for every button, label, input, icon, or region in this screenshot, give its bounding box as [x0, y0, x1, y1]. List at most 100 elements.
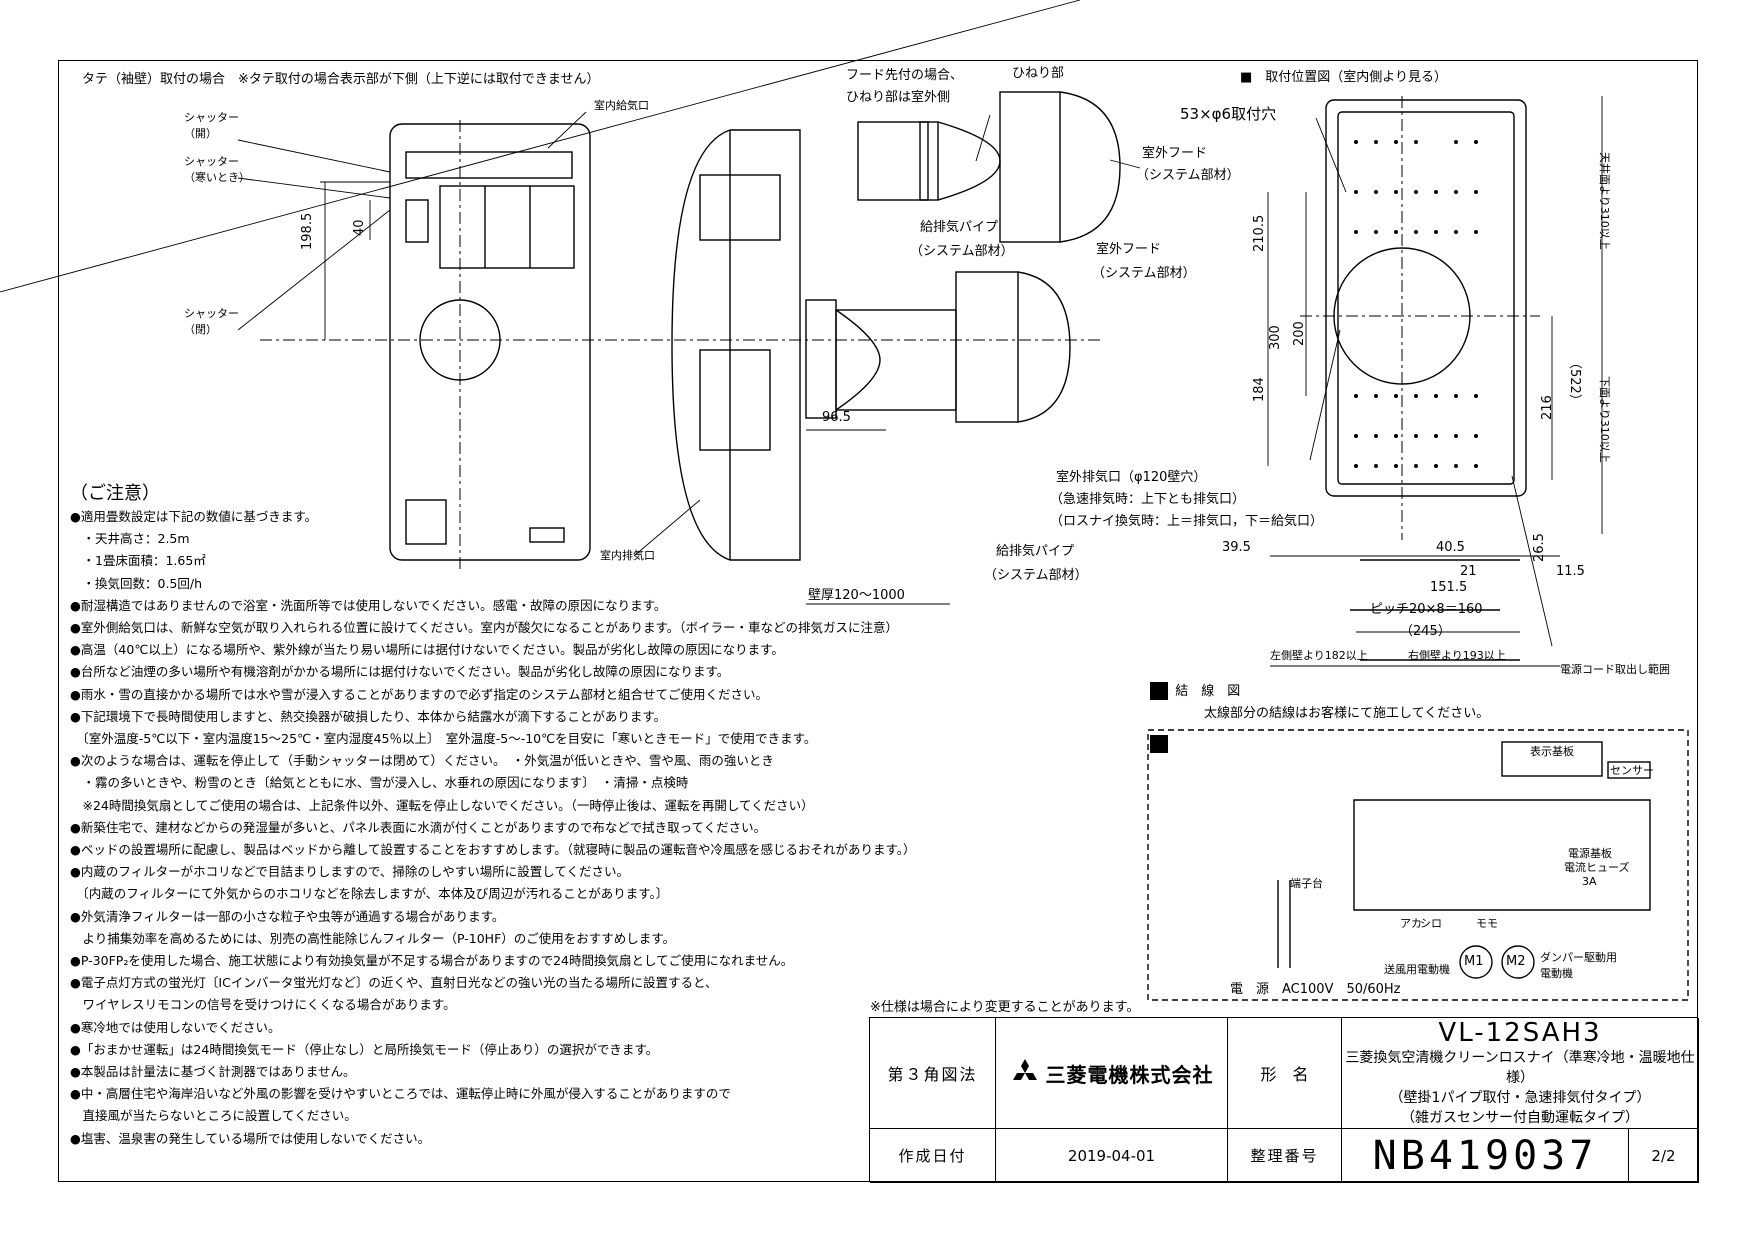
label-indoor-supply: 室内給気口	[594, 99, 649, 112]
label-fuse-a: 3A	[1582, 875, 1597, 888]
label-twist-part: ひねり部	[1012, 66, 1065, 81]
label-c3: モモ	[1476, 917, 1498, 930]
company-logo: 三菱電機株式会社	[1010, 1059, 1214, 1088]
note-line: ●適用畳数設定は下記の数値に基づきます。	[70, 509, 318, 524]
label-shutter-cold: シャッター（寒いとき）	[184, 155, 250, 184]
motor-m2	[1501, 945, 1535, 979]
front-unit	[389, 123, 591, 561]
note-line: ●内蔵のフィルターがホコリなどで目詰まりしますので、掃除のしやすい場所に設置して…	[70, 864, 630, 880]
title-block: 第３角図法 三菱電機株式会社 形 名 VL-12SAH3 三菱換気空清機クリーン…	[869, 1017, 1699, 1183]
mitsubishi-logo-icon	[1012, 1059, 1037, 1080]
label-rapid-exhaust: （急速排気時：上下とも排気口）	[1050, 492, 1246, 507]
projection-cell: 第３角図法	[870, 1018, 996, 1129]
label-power: 電 源 AC100V 50/60Hz	[1230, 982, 1401, 997]
dim-216: 216	[1540, 395, 1555, 420]
label-power-cord: 電源コード取出し範囲	[1560, 663, 1670, 676]
label-fuse: 電流ヒューズ	[1564, 861, 1630, 874]
note-line: ●ベッドの設置場所に配慮し、製品はベッドから離して設置することをおすすめします。…	[70, 842, 916, 858]
note-line: ・1畳床面積：1.65㎡	[70, 553, 206, 569]
dim-left: 左側壁より182以上	[1270, 649, 1368, 662]
dim-151: 151.5	[1430, 580, 1468, 595]
dim-184: 184	[1252, 377, 1267, 402]
model-cell: VL-12SAH3 三菱換気空清機クリーンロスナイ（準寒冷地・温暖地仕様） （壁…	[1342, 1018, 1699, 1129]
note-line: ●中・高層住宅や海岸沿いなど外風の影響を受けやすいところでは、運転停止時に外風が…	[70, 1086, 731, 1102]
mounting-plate	[1325, 99, 1527, 497]
label-display-board: 表示基板	[1530, 745, 1574, 758]
label-c2: シロ	[1420, 917, 1442, 930]
note-line: 〔内蔵のフィルターにて外気からのホコリなどを除去しますが、本体及び周辺が汚れるこ…	[70, 886, 669, 902]
model-desc-1: 三菱換気空清機クリーンロスナイ（準寒冷地・温暖地仕様）	[1345, 1050, 1695, 1086]
dim-40: 40	[352, 219, 367, 236]
mounting-title: ■ 取付位置図（室内側より見る）	[1240, 70, 1448, 85]
wiring-box	[1147, 729, 1689, 1001]
model-desc-2: （壁掛1パイプ取付・急速排気付タイプ）	[1389, 1090, 1651, 1106]
label-hood-tip-1: フード先付の場合、	[846, 68, 964, 83]
note-line: 〔室外温度-5℃以下・室内温度15～25℃・室内湿度45％以上〕 室外温度-5～…	[70, 731, 817, 747]
label-shutter-open: シャッター（開）	[184, 111, 239, 140]
label-sensor: センサー	[1610, 764, 1654, 777]
note-line: ●新築住宅で、建材などからの発湿量が多いと、パネル表面に水滴が付くことがあります…	[70, 819, 767, 835]
note-line: 直接風が当たらないところに設置してください。	[70, 1108, 357, 1124]
label-damper-1: ダンパー駆動用	[1540, 951, 1617, 964]
note-line: （ご注意）	[70, 483, 160, 504]
dim-right: 右側壁より193以上	[1408, 649, 1506, 662]
model-number: VL-12SAH3	[1438, 1018, 1602, 1048]
number-label-cell: 整理番号	[1228, 1129, 1342, 1183]
label-outdoor-exhaust: 室外排気口（φ120壁穴）	[1056, 470, 1207, 485]
label-system-parts-3: （システム部材）	[1092, 266, 1196, 281]
label-pipe-2: 給排気パイプ	[996, 544, 1075, 559]
label-outdoor-hood-2: 室外フード	[1096, 242, 1162, 257]
dim-wall: 壁厚120～1000	[808, 588, 905, 603]
model-desc-3: （雑ガスセンサー付自動運転タイプ）	[1401, 1110, 1639, 1126]
spec-note: ※仕様は場合により変更することがあります。	[870, 1000, 1140, 1015]
label-terminal: 端子台	[1290, 877, 1323, 890]
dim-210: 210.5	[1252, 214, 1267, 252]
dim-96: 96.5	[822, 410, 851, 425]
note-line: ●外気清浄フィルターは一部の小さな粒子や虫等が通過する場合があります。	[70, 908, 505, 924]
company-cell: 三菱電機株式会社	[996, 1018, 1228, 1129]
label-pipe-1: 給排気パイプ	[920, 220, 999, 235]
name-label-cell: 形 名	[1228, 1018, 1342, 1129]
dim-39: 39.5	[1222, 540, 1251, 555]
note-line: ワイヤレスリモコンの信号を受けつけにくくなる場合があります。	[70, 997, 456, 1013]
dim-26: 26.5	[1532, 533, 1547, 562]
note-line: ●塩害、温泉害の発生している場所では使用しないでください。	[70, 1130, 431, 1146]
dim-21: 21	[1460, 564, 1477, 579]
mount-holes	[1354, 140, 1478, 468]
note-line: ●本製品は計量法に基づく計測器ではありません。	[70, 1064, 356, 1080]
note-line: ●電子点灯方式の蛍光灯〔ICインバータ蛍光灯など〕の近くや、直射日光などの強い光…	[70, 975, 718, 991]
label-m2: M2	[1506, 954, 1526, 969]
label-system-parts-1: （システム部材）	[1136, 168, 1240, 183]
sensor-box	[1607, 761, 1651, 779]
label-c1: アカ	[1400, 917, 1422, 930]
note-line: ●耐湿構造ではありませんので浴室・洗面所等では使用しないでください。感電・故障の…	[70, 597, 667, 613]
note-line: ●高温（40℃以上）になる場所や、紫外線が当たり易い場所には据付けないでください…	[70, 642, 784, 658]
caution-notes: （ご注意） ●適用畳数設定は下記の数値に基づきます。 ・天井高さ：2.5m ・1…	[70, 482, 916, 1150]
label-holes: 53×φ6取付穴	[1180, 105, 1277, 123]
label-fan-motor: 送風用電動機	[1384, 963, 1450, 976]
note-line: ●次のような場合は、運転を停止して（手動シャッターは閉めて）ください。 ・外気温…	[70, 753, 774, 769]
outdoor-hood-2	[955, 271, 1019, 423]
dim-floor: 下面より310以上	[1598, 376, 1611, 463]
dim-245: （245）	[1400, 624, 1451, 639]
filter-grid	[439, 185, 575, 269]
outdoor-hood-1	[999, 91, 1061, 243]
side-unit	[671, 129, 801, 561]
label-outdoor-hood-1: 室外フード	[1142, 146, 1208, 161]
date-cell: 2019-04-01	[996, 1129, 1228, 1183]
dim-522: （522）	[1567, 356, 1582, 407]
note-line: ●下記環境下で長時間使用しますと、熱交換器が破損したり、本体から結露水が滴下する…	[70, 708, 667, 724]
label-system-parts-2: （システム部材）	[910, 244, 1014, 259]
drawing-frame	[58, 60, 1698, 1182]
label-damper-2: 電動機	[1540, 967, 1573, 980]
dim-40b: 40.5	[1436, 540, 1465, 555]
dim-198: 198.5	[300, 212, 315, 250]
label-power-board: 電源基板	[1568, 847, 1612, 860]
label-indoor-exhaust: 室内排気口	[600, 549, 655, 562]
page-cell: 2/2	[1629, 1129, 1699, 1183]
dim-11: 11.5	[1556, 564, 1585, 579]
label-shutter-closed: シャッター（閉）	[184, 307, 239, 336]
vertical-mount-title: タテ（袖壁）取付の場合 ※タテ取付の場合表示部が下側（上下逆には取付できません）	[82, 72, 600, 87]
note-line: ・換気回数：0.5回/h	[70, 575, 203, 591]
date-label-cell: 作成日付	[870, 1129, 996, 1183]
